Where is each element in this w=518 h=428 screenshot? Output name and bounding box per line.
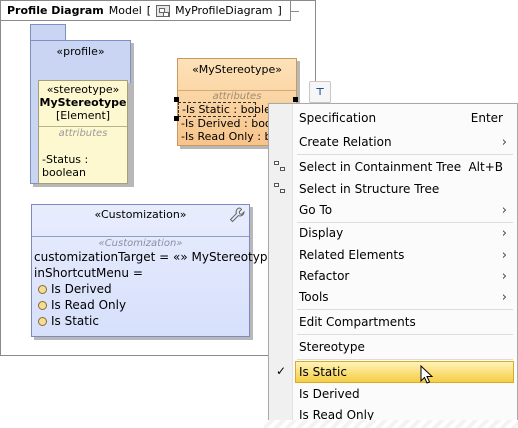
menu-item-label: Tools: [299, 290, 329, 304]
menu-item-refactor[interactable]: Refactor ›: [269, 265, 517, 287]
selection-handle[interactable]: [174, 97, 179, 102]
menu-item-label: Go To: [299, 203, 333, 217]
my-stereotype-keyword: «MyStereotype»: [192, 63, 282, 76]
menu-item-stereotype[interactable]: Stereotype: [269, 336, 517, 358]
menu-item-create-relation[interactable]: Create Relation ›: [269, 131, 517, 153]
wrench-icon: [229, 207, 245, 227]
menu-item-shortcut: Enter: [470, 111, 503, 125]
menu-separator: [297, 222, 513, 223]
profile-package-label: «profile»: [56, 45, 105, 58]
menu-item-label: Create Relation: [299, 135, 392, 149]
mouse-cursor-icon: [420, 365, 434, 384]
is-derived-attribute[interactable]: -Is Derived : boolean: [181, 117, 296, 130]
menu-item-select-in-containment-tree[interactable]: Select in Containment Tree Alt+B: [269, 156, 517, 178]
is-read-only-attribute[interactable]: -Is Read Only : boolean: [181, 130, 297, 143]
customization-target-line[interactable]: customizationTarget = «» MyStereotype: [32, 249, 275, 265]
diagram-bracket-close: ]: [277, 4, 282, 17]
menu-item-specification[interactable]: Specification Enter: [269, 107, 517, 129]
submenu-arrow-icon: ›: [501, 202, 507, 218]
menu-item-label: Is Derived: [299, 387, 360, 401]
submenu-arrow-icon: ›: [501, 225, 507, 241]
menu-separator: [297, 334, 513, 335]
stereotype-class-shape[interactable]: «stereotype» MyStereotype [Element] attr…: [38, 80, 128, 184]
my-stereotype-attributes-compartment: attributes -Is Static : boolean -Is Deri…: [178, 90, 296, 143]
property-icon: [38, 300, 47, 310]
torn-edge: [264, 420, 518, 428]
shortcut-option-label: Is Static: [51, 314, 99, 328]
context-menu: Specification Enter Create Relation › Se…: [268, 103, 518, 428]
stereotype-metaclass: [Element]: [55, 109, 111, 122]
menu-item-edit-compartments[interactable]: Edit Compartments: [269, 311, 517, 333]
structure-tree-icon: [274, 183, 287, 195]
status-attribute[interactable]: -Status : boolean: [42, 153, 89, 179]
menu-item-label: Stereotype: [299, 340, 365, 354]
attributes-compartment-title: attributes: [58, 128, 108, 139]
menu-item-label: Is Read Only: [299, 408, 375, 422]
menu-item-is-static[interactable]: Is Static: [295, 361, 514, 383]
diagram-icon: [156, 4, 171, 17]
customization-keyword: «Customization»: [94, 208, 187, 221]
menu-separator: [297, 154, 513, 155]
diagram-model-prefix: Model: [108, 4, 142, 17]
menu-item-label: Select in Containment Tree: [299, 160, 462, 174]
diagram-bracket-open: [: [146, 4, 152, 17]
selection-handle[interactable]: [174, 116, 179, 121]
menu-item-label: Specification: [299, 111, 377, 125]
submenu-arrow-icon: ›: [501, 268, 507, 284]
smart-manipulator-button[interactable]: ⊤: [309, 81, 331, 103]
stereotype-name: MyStereotype: [39, 96, 127, 109]
submenu-arrow-icon: ›: [501, 134, 507, 150]
shortcut-option-label: Is Read Only: [51, 298, 127, 312]
customization-shape[interactable]: «Customization» «Customization» customiz…: [31, 204, 275, 337]
menu-separator: [297, 309, 513, 310]
menu-item-display[interactable]: Display ›: [269, 222, 517, 244]
menu-separator: [297, 359, 513, 360]
submenu-arrow-icon: ›: [501, 289, 507, 305]
menu-item-related-elements[interactable]: Related Elements ›: [269, 244, 517, 266]
customization-target-value: «» MyStereotype: [172, 250, 275, 264]
shortcut-option[interactable]: Is Derived: [32, 281, 249, 297]
menu-item-is-derived[interactable]: Is Derived: [269, 383, 517, 405]
compartment-toolbar-icon: ⊤: [315, 86, 325, 98]
menu-item-shortcut: Alt+B: [468, 160, 503, 174]
is-static-attribute[interactable]: -Is Static : boolean: [178, 102, 285, 117]
diagram-title: Profile Diagram: [7, 4, 104, 17]
profile-package-tab[interactable]: [30, 24, 66, 40]
menu-item-label: Select in Structure Tree: [299, 182, 440, 196]
diagram-title-tab: Profile Diagram Model [ MyProfileDiagram…: [1, 1, 291, 21]
shortcut-option-label: Is Derived: [51, 282, 112, 296]
menu-item-go-to[interactable]: Go To ›: [269, 199, 517, 221]
containment-tree-icon: [274, 161, 287, 173]
in-shortcut-menu-label[interactable]: inShortcutMenu =: [34, 266, 143, 280]
menu-item-label: Edit Compartments: [299, 315, 416, 329]
customization-compartment-title: «Customization»: [98, 238, 183, 249]
stereotype-keyword: «stereotype»: [46, 83, 120, 96]
menu-item-is-read-only[interactable]: Is Read Only: [269, 404, 517, 426]
my-stereotype-compartment-title: attributes: [212, 91, 262, 102]
diagram-model-name: MyProfileDiagram: [175, 4, 273, 17]
customization-target-label: customizationTarget =: [34, 250, 173, 264]
menu-item-tools[interactable]: Tools ›: [269, 286, 517, 308]
submenu-arrow-icon: ›: [501, 247, 507, 263]
menu-item-label: Related Elements: [299, 248, 405, 262]
menu-icon-gutter: [269, 104, 293, 427]
selection-handle[interactable]: [293, 97, 298, 102]
customization-compartment: «Customization» customizationTarget = «»…: [32, 236, 275, 329]
checkmark-icon: ✓: [276, 364, 287, 378]
menu-item-label: Display: [299, 226, 344, 240]
shortcut-option[interactable]: Is Read Only: [32, 297, 249, 313]
menu-item-label: Is Static: [299, 365, 347, 379]
attributes-compartment: attributes -Status : boolean: [39, 126, 127, 179]
shortcut-option[interactable]: Is Static: [32, 313, 249, 329]
property-icon: [38, 316, 47, 326]
menu-item-select-in-structure-tree[interactable]: Select in Structure Tree: [269, 178, 517, 200]
menu-item-label: Refactor: [299, 269, 350, 283]
property-icon: [38, 284, 47, 294]
